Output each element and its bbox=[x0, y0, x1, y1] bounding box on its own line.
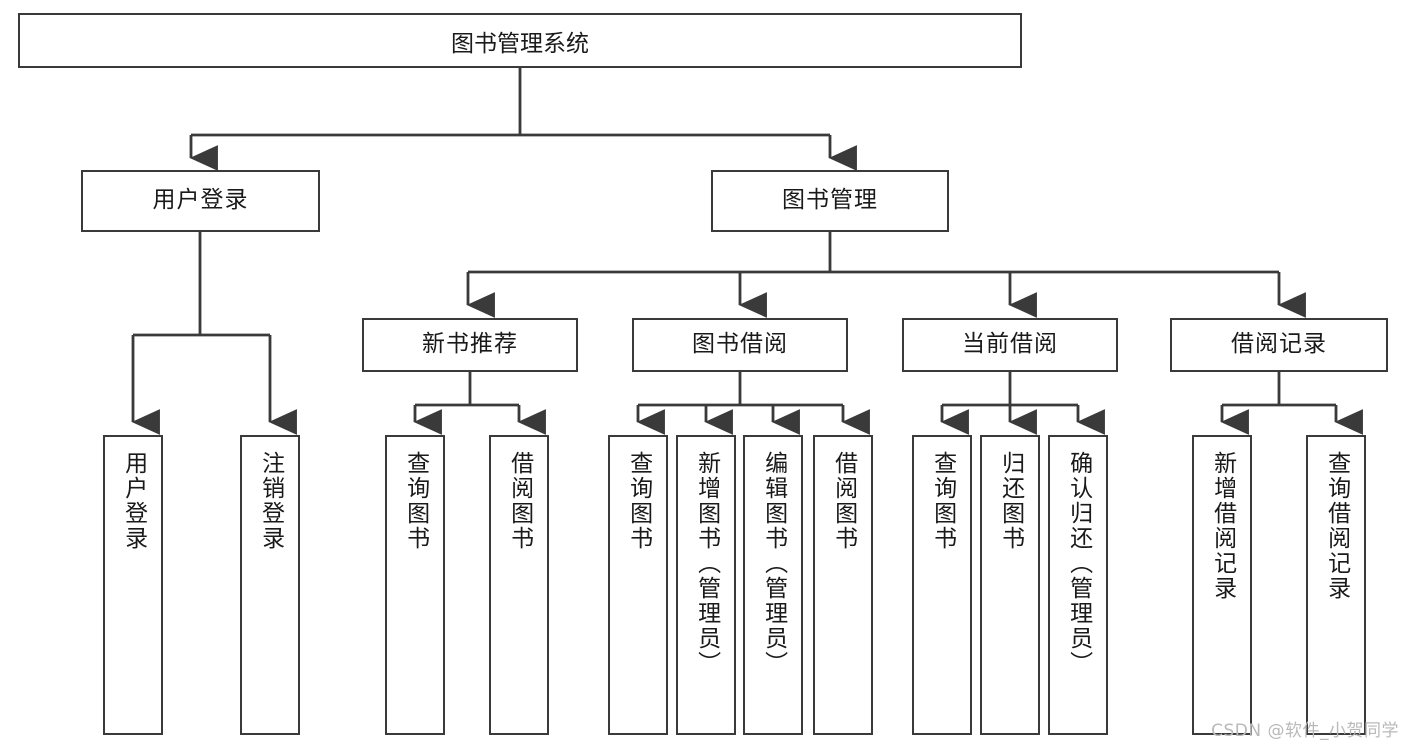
node-label: 图书借阅 bbox=[692, 331, 788, 358]
leaf-recommend-query-book[interactable]: 查询图书 bbox=[385, 435, 445, 735]
node-label: 图书管理系统 bbox=[451, 30, 589, 57]
node-label: 注销登录 bbox=[257, 451, 284, 551]
node-label: 确认归还（管理员） bbox=[1065, 451, 1092, 676]
watermark: CSDN @软件_小贺同学 bbox=[1211, 721, 1399, 741]
node-label: 查询图书 bbox=[402, 451, 429, 551]
node-label: 新书推荐 bbox=[422, 331, 518, 358]
node-label: 当前借阅 bbox=[962, 331, 1058, 358]
node-label: 归还图书 bbox=[997, 451, 1024, 551]
node-label: 用户登录 bbox=[120, 451, 147, 551]
node-label: 编辑图书（管理员） bbox=[760, 451, 787, 676]
leaf-borrow-query-book[interactable]: 查询图书 bbox=[608, 435, 668, 735]
leaf-borrow-borrow-book[interactable]: 借阅图书 bbox=[813, 435, 873, 735]
leaf-borrow-add-book-admin[interactable]: 新增图书（管理员） bbox=[676, 435, 736, 735]
leaf-recommend-borrow-book[interactable]: 借阅图书 bbox=[489, 435, 549, 735]
node-new-book-recommend[interactable]: 新书推荐 bbox=[362, 318, 578, 372]
node-current-borrow[interactable]: 当前借阅 bbox=[902, 318, 1118, 372]
node-label: 用户登录 bbox=[152, 187, 249, 214]
node-root-system[interactable]: 图书管理系统 bbox=[18, 13, 1022, 68]
node-book-management[interactable]: 图书管理 bbox=[711, 170, 949, 232]
leaf-records-add-record[interactable]: 新增借阅记录 bbox=[1192, 435, 1252, 735]
leaf-current-query-book[interactable]: 查询图书 bbox=[912, 435, 972, 735]
node-label: 借阅记录 bbox=[1231, 331, 1327, 358]
node-user-login[interactable]: 用户登录 bbox=[81, 170, 320, 232]
node-label: 查询借阅记录 bbox=[1323, 451, 1350, 601]
node-label: 借阅图书 bbox=[506, 451, 533, 551]
node-label: 新增图书（管理员） bbox=[693, 451, 720, 676]
node-borrow-records[interactable]: 借阅记录 bbox=[1170, 318, 1388, 372]
leaf-current-confirm-return-admin[interactable]: 确认归还（管理员） bbox=[1048, 435, 1108, 735]
node-label: 借阅图书 bbox=[830, 451, 857, 551]
node-label: 图书管理 bbox=[782, 187, 878, 214]
node-book-borrow[interactable]: 图书借阅 bbox=[632, 318, 848, 372]
node-label: 查询图书 bbox=[625, 451, 652, 551]
node-label: 新增借阅记录 bbox=[1209, 451, 1236, 601]
leaf-user-login-login[interactable]: 用户登录 bbox=[103, 435, 163, 735]
node-label: 查询图书 bbox=[929, 451, 956, 551]
leaf-current-return-book[interactable]: 归还图书 bbox=[980, 435, 1040, 735]
leaf-records-query-record[interactable]: 查询借阅记录 bbox=[1306, 435, 1366, 735]
leaf-user-login-logout[interactable]: 注销登录 bbox=[240, 435, 300, 735]
leaf-borrow-edit-book-admin[interactable]: 编辑图书（管理员） bbox=[743, 435, 803, 735]
